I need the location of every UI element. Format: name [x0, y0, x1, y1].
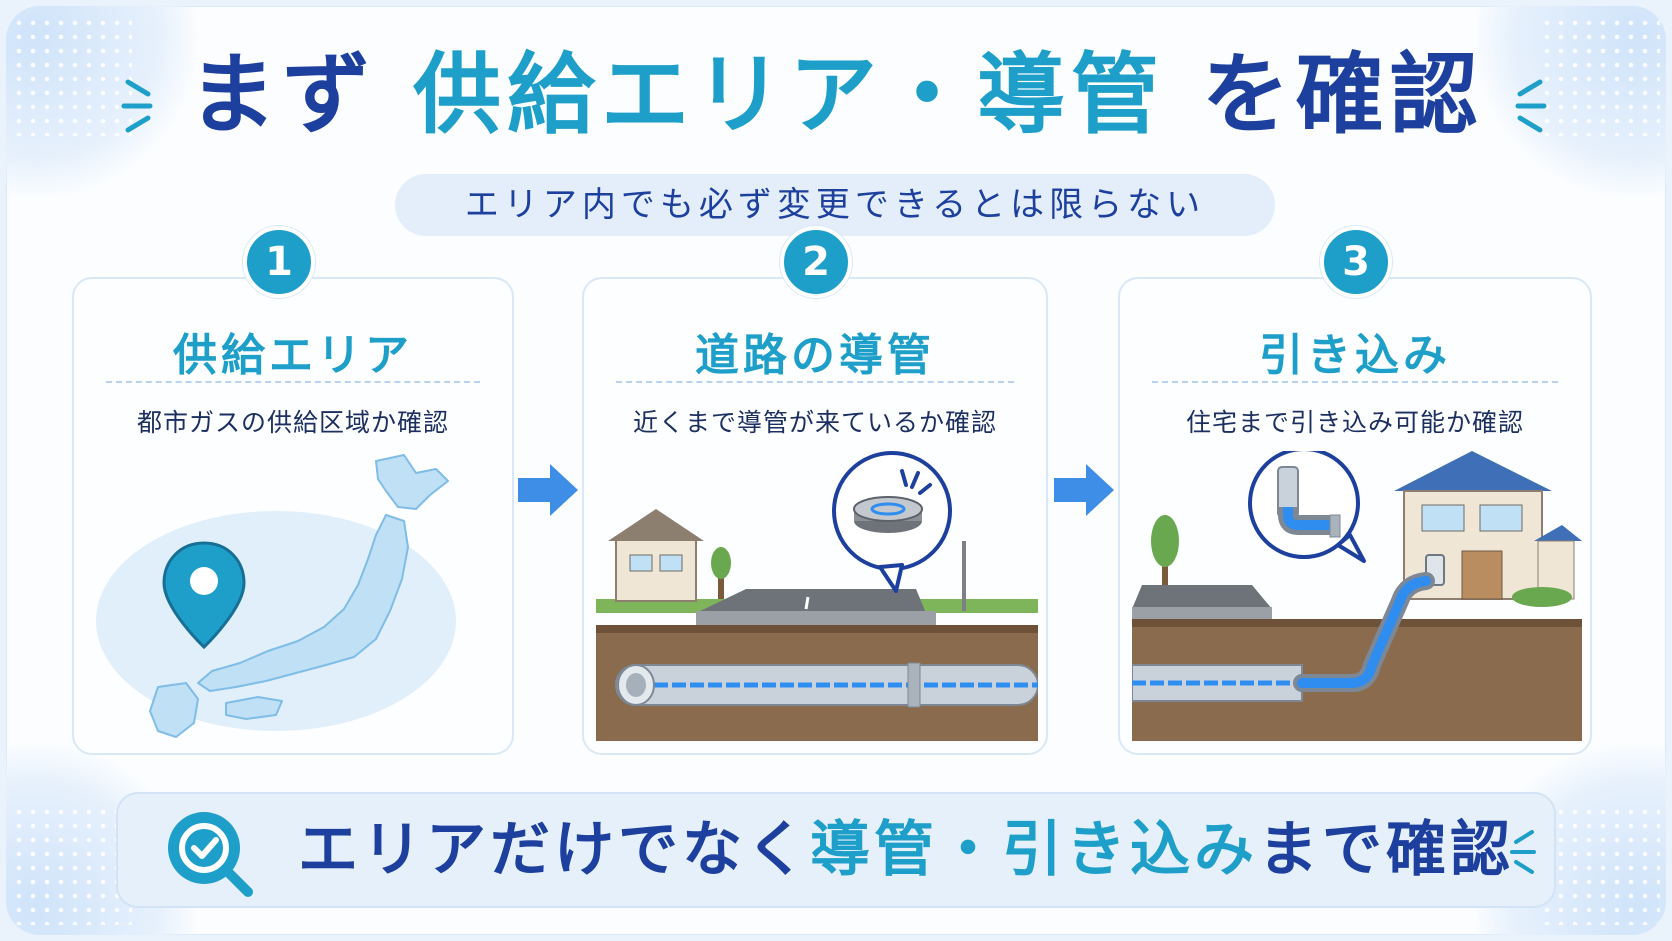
- step-card-3: 引き込み 住宅まで引き込み可能か確認: [1118, 277, 1592, 755]
- house-service-line-icon: [1132, 451, 1582, 741]
- japan-map-pin-icon: [96, 454, 456, 738]
- summary-prefix: エリアだけでなく: [298, 815, 810, 885]
- step-card-2: 道路の導管 近くまで導管が来ているか確認: [582, 277, 1048, 755]
- dot-pattern: [1540, 16, 1660, 136]
- title-highlight: 供給エリア・導管: [412, 43, 1165, 146]
- page-title: まず 供給エリア・導管 を確認: [0, 40, 1672, 150]
- sparkle-right-icon: [1515, 79, 1547, 133]
- step-card-1: 供給エリア 都市ガスの供給区域か確認: [72, 277, 514, 755]
- arrow-right-icon: [1054, 464, 1114, 516]
- summary-text: エリアだけでなく導管・引き込みまで確認: [298, 794, 1514, 906]
- summary-suffix: まで確認: [1258, 815, 1514, 885]
- divider: [106, 381, 480, 383]
- step-number-badge: 1: [243, 226, 315, 298]
- step-title: 供給エリア: [173, 330, 413, 381]
- step-title: 引き込み: [1259, 330, 1451, 381]
- step-description: 住宅まで引き込み可能か確認: [1185, 408, 1524, 437]
- summary-highlight: 導管・引き込み: [810, 815, 1258, 885]
- search-check-icon: [168, 812, 253, 897]
- map-pin-icon: [162, 541, 246, 650]
- step-number-badge: 3: [1320, 226, 1392, 298]
- dot-pattern: [1540, 805, 1660, 925]
- dot-pattern: [12, 805, 132, 925]
- divider: [616, 381, 1014, 383]
- summary-banner: エリアだけでなく導管・引き込みまで確認: [116, 792, 1556, 908]
- title-suffix: を確認: [1201, 43, 1484, 146]
- dot-pattern: [12, 16, 132, 136]
- sparkle-left-icon: [121, 79, 153, 133]
- arrow-right-icon: [518, 464, 578, 516]
- title-prefix: まず: [188, 43, 377, 146]
- step-title: 道路の導管: [695, 330, 935, 381]
- step-description: 近くまで導管が来ているか確認: [632, 408, 997, 437]
- divider: [1152, 381, 1558, 383]
- road-gas-main-icon: [596, 451, 1038, 741]
- sparkle-icon: [1510, 830, 1536, 874]
- step-description: 都市ガスの供給区域か確認: [136, 408, 449, 437]
- step-number-badge: 2: [780, 226, 852, 298]
- subtitle-pill: エリア内でも必ず変更できるとは限らない: [395, 174, 1275, 236]
